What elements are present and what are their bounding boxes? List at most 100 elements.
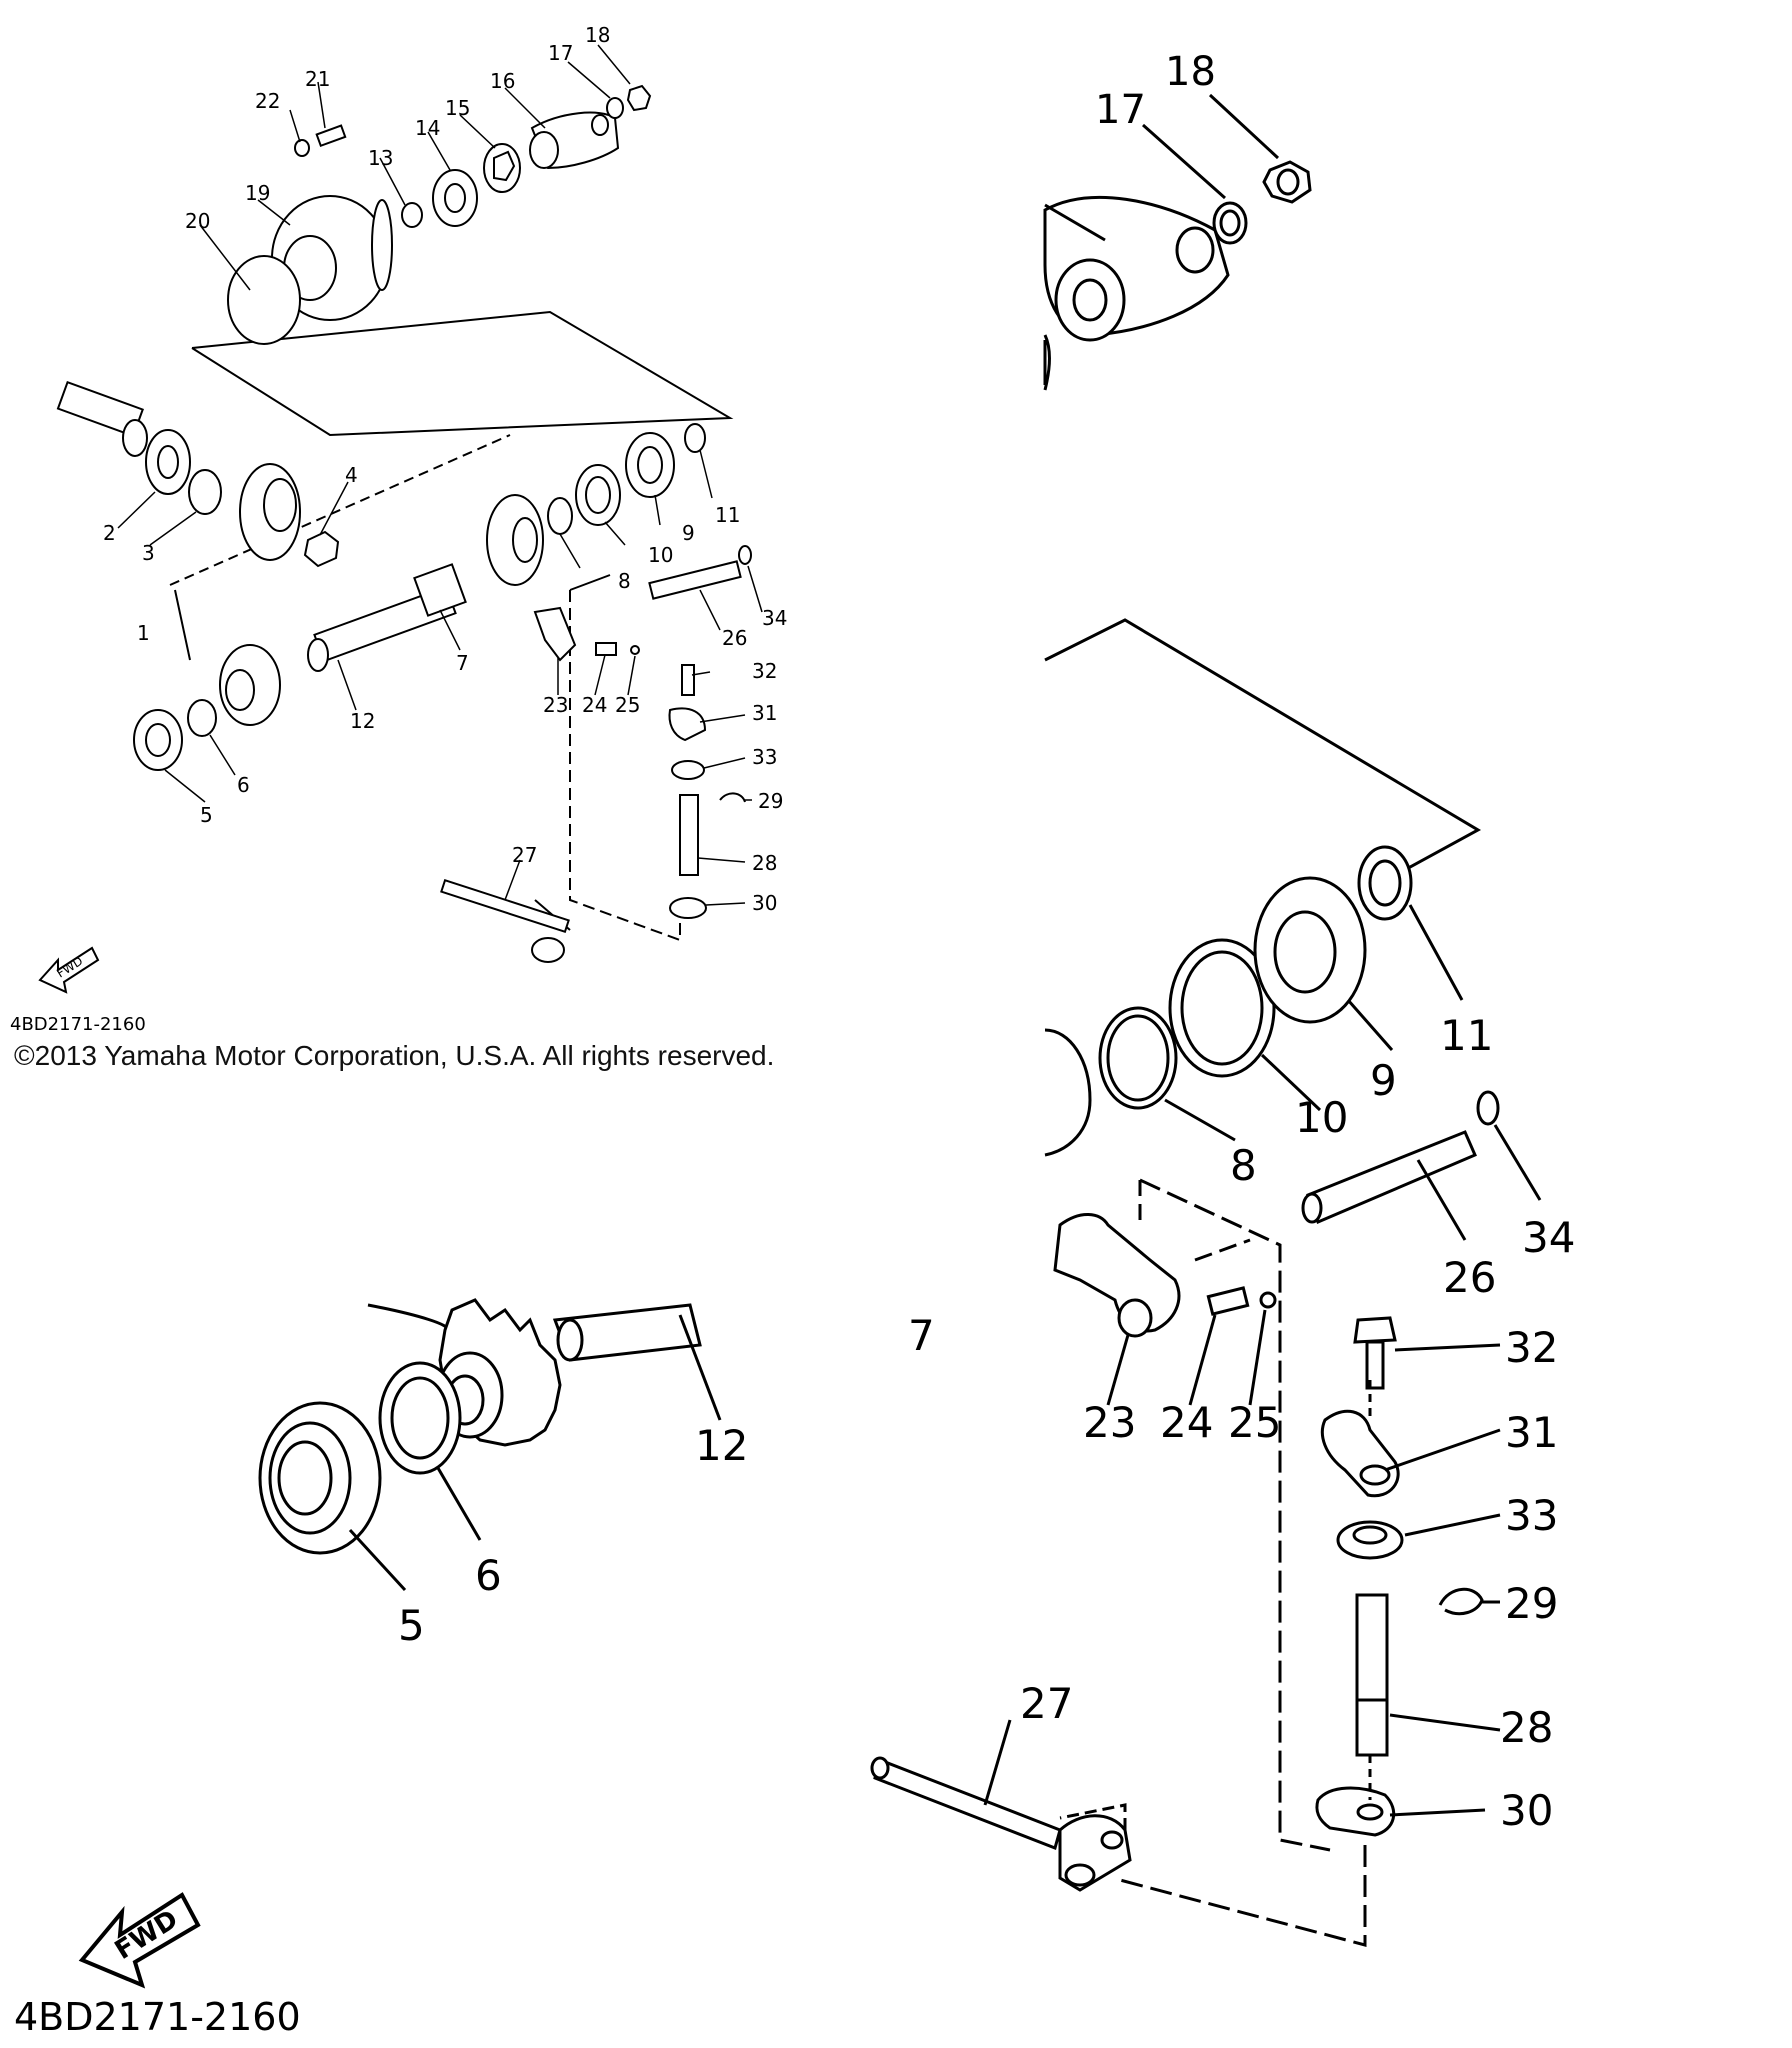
bearing-2 [145,429,191,495]
dr-label-27: 27 [1020,1679,1073,1728]
plate-30 [669,897,707,919]
shaft-27 [440,878,570,963]
bearing-5 [133,709,183,771]
detail-right [870,618,1500,1892]
ring-gear [486,494,544,586]
ring-nut-11 [684,423,706,453]
nut-4 [303,530,340,568]
bevel-gear [239,463,301,561]
ov-label-9: 9 [682,521,695,545]
shift-fork-23 [533,606,577,662]
ov-label-3: 3 [142,541,155,565]
dr-label-8: 8 [1230,1141,1257,1190]
dr-label-26: 26 [1443,1253,1496,1302]
ov-label-26: 26 [722,626,747,650]
ov-label-28: 28 [752,851,777,875]
dr-label-11: 11 [1440,1011,1493,1060]
ov-label-2: 2 [103,521,116,545]
dr-label-28: 28 [1500,1703,1553,1752]
ov-label-13: 13 [368,146,393,170]
detail-top-labels: 18 17 [1095,49,1216,133]
ov-label-22: 22 [255,89,280,113]
ov-label-31: 31 [752,701,777,725]
yoke-16 [529,111,620,170]
ov-label-30: 30 [752,891,777,915]
oring-8 [547,497,573,535]
nut-18 [626,84,652,112]
ov-label-4: 4 [345,463,358,487]
nut-15 [483,143,521,193]
overview-labels: 18 17 16 21 22 15 14 13 19 20 4 2 3 11 9… [103,23,787,915]
ov-label-7: 7 [456,651,469,675]
detail-gear-labels: 12 6 5 [398,1421,748,1650]
ov-label-15: 15 [445,96,470,120]
ov-label-16: 16 [490,69,515,93]
ov-label-29: 29 [758,789,783,813]
detail-right-connectors [1059,1178,1372,1947]
part-code: 4BD2171-2160 [14,1995,301,2039]
bearing-14 [432,169,478,227]
ov-label-32: 32 [752,659,777,683]
ov-label-10: 10 [648,543,673,567]
dr-label-32: 32 [1505,1323,1558,1372]
detail-gear [258,1298,722,1592]
dr-label-31: 31 [1505,1408,1558,1457]
shim-6 [187,699,217,737]
dr-label-23: 23 [1083,1398,1136,1447]
ov-label-8: 8 [618,569,631,593]
ov-label-12: 12 [350,709,375,733]
ov-label-21: 21 [305,67,330,91]
dr-label-29: 29 [1505,1579,1558,1628]
plate-20 [227,255,301,345]
copyright-notice: ©2013 Yamaha Motor Corporation, U.S.A. A… [14,1040,775,1071]
fwd-arrow: FWD [78,1892,201,1989]
bolt-32 [681,664,695,696]
oring-34 [738,545,752,565]
bolt-21 [315,124,347,148]
shaft-26 [648,560,742,600]
clutch-7 [413,563,467,617]
lever-31 [668,707,707,742]
dr-label-33: 33 [1505,1491,1558,1540]
detail-right-labels: 11 9 10 8 34 26 7 32 23 24 25 31 33 29 2… [908,1011,1575,1835]
detail-right-leaders [983,904,1542,1817]
washer-17 [606,97,624,119]
ov-label-14: 14 [415,116,440,140]
ov-label-1: 1 [137,621,150,645]
dr-label-7: 7 [908,1311,935,1360]
circlip-29 [719,792,746,803]
dr-label-24: 24 [1160,1398,1213,1447]
ov-label-18: 18 [585,23,610,47]
ball-25 [630,645,640,655]
overview-diagram [56,44,763,963]
dt-label-18: 18 [1165,49,1216,95]
bearing-10 [575,464,621,526]
dr-label-30: 30 [1500,1786,1553,1835]
pinion-gear [219,644,281,726]
ov-label-5: 5 [200,803,213,827]
ov-label-23: 23 [543,693,568,717]
ov-label-33: 33 [752,745,777,769]
ov-label-34: 34 [762,606,787,630]
ov-label-25: 25 [615,693,640,717]
ov-label-6: 6 [237,773,250,797]
dr-label-9: 9 [1370,1056,1397,1105]
bearing-9 [625,432,675,498]
ov-label-11: 11 [715,503,740,527]
dg-label-12: 12 [695,1421,748,1470]
ov-label-19: 19 [245,181,270,205]
ov-part-code: 4BD2171-2160 [10,1014,146,1035]
dt-label-17: 17 [1095,87,1146,133]
washer-22 [294,139,310,157]
shaft-28 [679,794,699,876]
ov-label-20: 20 [185,209,210,233]
dg-label-5: 5 [398,1601,425,1650]
input-shaft [56,380,148,457]
circlip-13 [401,202,423,228]
ov-label-17: 17 [548,41,573,65]
overview-fwd-arrow: FWD [38,946,100,994]
ov-label-24: 24 [582,693,607,717]
detail-top [1043,93,1312,391]
dr-label-10: 10 [1295,1093,1348,1142]
